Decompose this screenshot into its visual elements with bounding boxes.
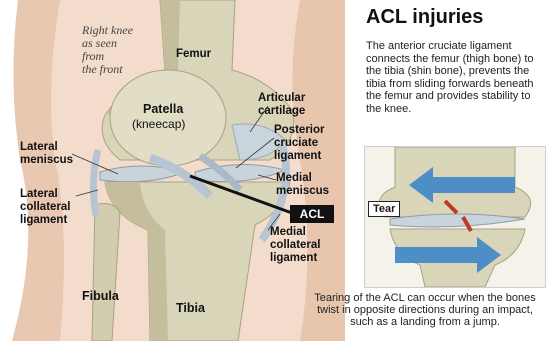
label-posterior-1: Posterior xyxy=(274,124,325,137)
label-lateral-meniscus-2: meniscus xyxy=(20,154,73,167)
label-lateral-collateral-3: ligament xyxy=(20,214,67,227)
label-kneecap: (kneecap) xyxy=(132,118,185,131)
view-note: Right knee as seen from the front xyxy=(82,24,133,76)
label-tibia: Tibia xyxy=(176,302,205,315)
caption-text: Tearing of the ACL can occur when the bo… xyxy=(306,292,544,329)
label-lateral-collateral-2: collateral xyxy=(20,201,71,214)
label-patella: Patella xyxy=(143,103,183,116)
label-lateral-meniscus-1: Lateral xyxy=(20,141,58,154)
tear-tag: Tear xyxy=(368,201,400,217)
label-medial-meniscus-2: meniscus xyxy=(276,185,329,198)
diagram-title: ACL injuries xyxy=(366,6,483,29)
label-posterior-2: cruciate xyxy=(274,137,318,150)
tear-inset-panel xyxy=(364,146,546,288)
label-medial-collateral-1: Medial xyxy=(270,226,306,239)
label-articular-1: Articular xyxy=(258,92,305,105)
label-fibula: Fibula xyxy=(82,290,119,303)
tear-inset-illustration xyxy=(365,147,545,287)
label-medial-collateral-2: collateral xyxy=(270,239,321,252)
label-posterior-3: ligament xyxy=(274,150,321,163)
label-articular-2: cartilage xyxy=(258,105,305,118)
label-femur: Femur xyxy=(176,48,211,61)
acl-tag: ACL xyxy=(290,205,334,223)
label-lateral-collateral-1: Lateral xyxy=(20,188,58,201)
description-text: The anterior cruciate ligament connects … xyxy=(366,40,542,115)
label-medial-collateral-3: ligament xyxy=(270,252,317,265)
label-medial-meniscus-1: Medial xyxy=(276,172,312,185)
